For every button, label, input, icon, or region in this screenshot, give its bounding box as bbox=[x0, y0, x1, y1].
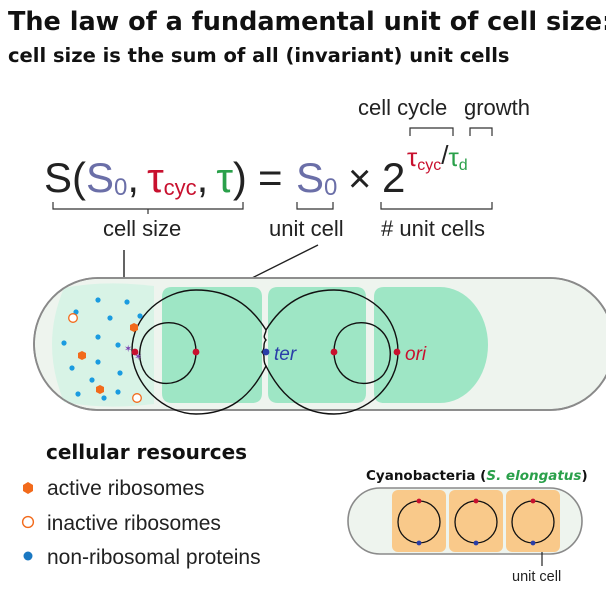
eq-tau-cyc-sub: cyc bbox=[164, 175, 197, 200]
bracket-cell-cycle bbox=[409, 127, 454, 136]
protein-dot bbox=[95, 359, 101, 365]
star-icon: ✶ bbox=[124, 344, 132, 355]
inset-title-suffix: ) bbox=[581, 468, 587, 484]
inactive-ribosome bbox=[68, 313, 78, 323]
inset-ori-3 bbox=[530, 498, 536, 504]
inactive-ribosome bbox=[132, 393, 142, 403]
legend-item-inactive-ribosomes: inactive ribosomes bbox=[47, 512, 221, 535]
ter-marker bbox=[262, 348, 270, 356]
bracket-num-unit-cells bbox=[380, 202, 493, 210]
rod-cell: ter ori ✶ ✶ bbox=[33, 277, 606, 415]
inset-cyanobacteria: Cyanobacteria (S. elongatus) unit cell bbox=[347, 468, 588, 585]
eq-S: S bbox=[44, 154, 72, 201]
active-ribosome bbox=[96, 385, 104, 394]
inset-ori-1 bbox=[416, 498, 422, 504]
protein-dot bbox=[89, 377, 95, 383]
eq-times: × bbox=[348, 157, 371, 201]
legend-title: cellular resources bbox=[46, 440, 247, 464]
protein-dot bbox=[137, 313, 143, 319]
eq-exp-tau-cyc-sub: cyc bbox=[417, 157, 441, 174]
chromosome-sub-loop-left bbox=[139, 321, 197, 384]
eq-exp-slash: / bbox=[441, 140, 449, 170]
eq-close-paren: ) bbox=[233, 154, 247, 201]
bracket-unit-cell bbox=[296, 202, 334, 210]
protein-dot bbox=[107, 315, 113, 321]
protein-dot bbox=[101, 395, 107, 401]
active-ribosome-icon bbox=[23, 482, 33, 494]
cell-envelope-outline bbox=[33, 277, 606, 411]
protein-dot bbox=[61, 340, 67, 346]
unit-cell-3 bbox=[374, 287, 488, 403]
ori-marker-3 bbox=[393, 348, 401, 356]
protein-dot bbox=[117, 370, 123, 376]
equation: S(S0,τcyc,τ) bbox=[44, 154, 247, 201]
eq-S0-sub: 0 bbox=[114, 174, 127, 201]
bracket-cell-size bbox=[52, 202, 244, 210]
protein-dot bbox=[95, 297, 101, 303]
protein-dot bbox=[69, 365, 75, 371]
resource-particles bbox=[61, 297, 143, 403]
eq-equals: = bbox=[258, 154, 283, 201]
eq-comma1: , bbox=[127, 154, 139, 201]
label-cell-size: cell size bbox=[103, 216, 181, 241]
eq-rhs-S0-base: S bbox=[296, 154, 324, 201]
eq-unit-cell-term: S0 bbox=[296, 154, 337, 201]
inset-ter-1 bbox=[416, 540, 422, 546]
protein-dot bbox=[75, 391, 81, 397]
eq-exp-tau-d-sub: d bbox=[459, 157, 468, 174]
label-num-unit-cells: # unit cells bbox=[381, 216, 485, 241]
legend-item-active-ribosomes: active ribosomes bbox=[47, 477, 205, 500]
inset-title-prefix: Cyanobacteria ( bbox=[366, 468, 486, 484]
figure-subtitle: cell size is the sum of all (invariant) … bbox=[8, 44, 510, 67]
protein-dot bbox=[73, 309, 79, 315]
unit-cell-1 bbox=[162, 287, 262, 403]
protein-dot bbox=[115, 342, 121, 348]
active-ribosome bbox=[130, 323, 138, 332]
eq-S0-base: S bbox=[86, 154, 114, 201]
eq-exp-tau-d-base: τ bbox=[449, 142, 460, 172]
legend: cellular resources active ribosomes inac… bbox=[21, 440, 261, 569]
eq-exponent: τcyc/τd bbox=[407, 140, 468, 174]
ori-marker-left bbox=[131, 348, 139, 356]
inset-ter-2 bbox=[473, 540, 479, 546]
protein-dot bbox=[95, 334, 101, 340]
eq-open-paren: ( bbox=[72, 154, 86, 201]
active-ribosome bbox=[78, 351, 86, 360]
ori-marker-1 bbox=[192, 348, 200, 356]
protein-dot bbox=[124, 299, 130, 305]
bracket-growth bbox=[469, 127, 493, 136]
non-ribosomal-protein-icon bbox=[23, 551, 33, 561]
inset-unit-cell-label: unit cell bbox=[512, 569, 561, 585]
eq-tau: τ bbox=[216, 154, 233, 201]
eq-exp-tau-cyc-base: τ bbox=[407, 142, 418, 172]
eq-comma2: , bbox=[197, 154, 209, 201]
chromosome-loop-left bbox=[131, 289, 267, 415]
inset-ori-2 bbox=[473, 498, 479, 504]
protein-dot bbox=[115, 389, 121, 395]
legend-item-non-ribosomal-proteins: non-ribosomal proteins bbox=[47, 546, 261, 569]
ter-label: ter bbox=[274, 344, 297, 365]
chromosome-sub-loop-right bbox=[333, 321, 391, 384]
star-icon: ✶ bbox=[134, 352, 142, 363]
ori-marker-2 bbox=[330, 348, 338, 356]
inset-title-species: S. elongatus bbox=[486, 468, 581, 484]
eq-two: 2 bbox=[382, 154, 405, 201]
inset-title: Cyanobacteria (S. elongatus) bbox=[366, 468, 588, 484]
eq-tau-cyc-base: τ bbox=[147, 154, 164, 201]
eq-rhs-S0-sub: 0 bbox=[324, 174, 337, 201]
label-cell-cycle: cell cycle bbox=[358, 95, 447, 120]
label-unit-cell: unit cell bbox=[269, 216, 344, 241]
ori-label: ori bbox=[405, 344, 427, 365]
label-growth: growth bbox=[464, 95, 530, 120]
figure-title: The law of a fundamental unit of cell si… bbox=[8, 7, 606, 37]
inactive-ribosome-icon bbox=[21, 515, 35, 529]
resource-zone bbox=[52, 283, 154, 407]
inset-ter-3 bbox=[530, 540, 536, 546]
